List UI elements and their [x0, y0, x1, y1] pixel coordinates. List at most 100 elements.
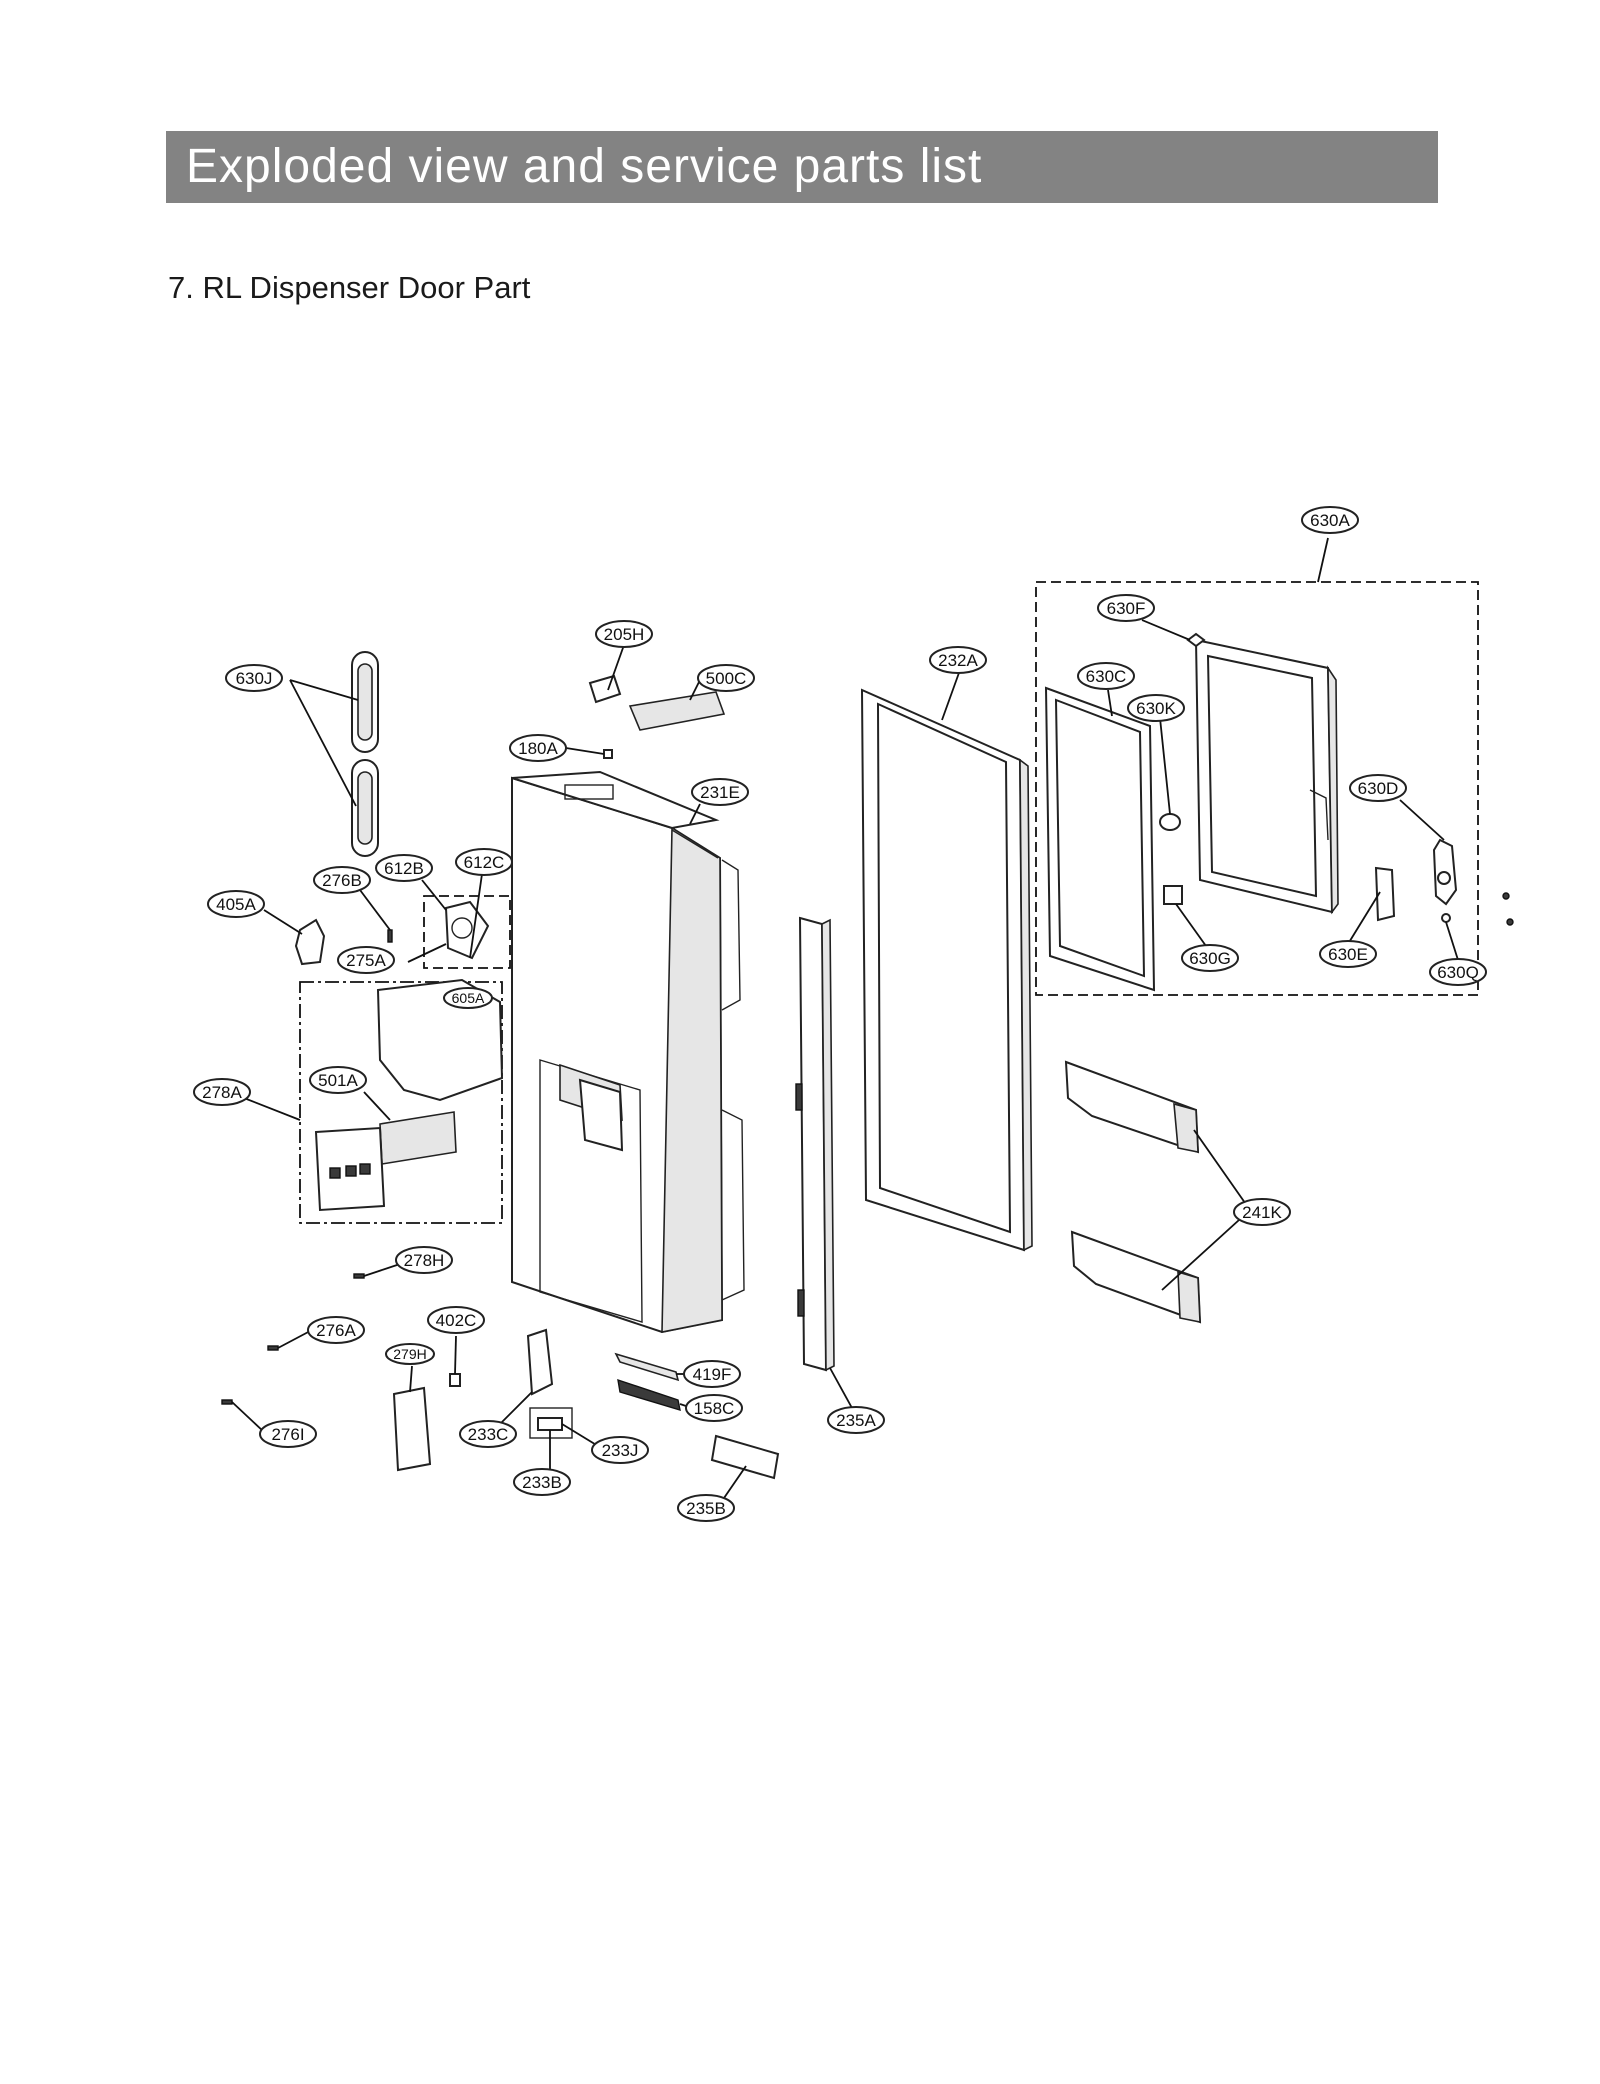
callout-278H: 278H — [395, 1246, 453, 1274]
part-630C-frame — [1044, 686, 1156, 992]
group-box-233B — [529, 1407, 573, 1439]
callout-label: 235A — [836, 1411, 876, 1430]
callout-630Q: 630Q — [1429, 958, 1487, 986]
callout-276I: 276I — [259, 1420, 317, 1448]
part-279H — [392, 1386, 432, 1472]
part-231E — [671, 829, 719, 859]
callout-500C: 500C — [697, 664, 755, 692]
part-630-inner-door — [1194, 638, 1339, 915]
callout-231E: 231E — [691, 778, 749, 806]
part-276A — [267, 1345, 279, 1351]
callout-label: 630G — [1189, 949, 1231, 968]
callout-label: 278A — [202, 1083, 242, 1102]
callout-612B: 612B — [375, 854, 433, 882]
callout-630F: 630F — [1097, 594, 1155, 622]
part-278A-panel — [314, 1126, 386, 1212]
callout-label: 630J — [236, 669, 273, 688]
banner-title: Exploded view and service parts list — [186, 140, 983, 193]
callout-232A: 232A — [929, 646, 987, 674]
callout-278A: 278A — [193, 1078, 251, 1106]
callout-275A: 275A — [337, 946, 395, 974]
group-box-630A — [1035, 581, 1479, 996]
part-235B — [710, 1434, 780, 1480]
part-278H — [353, 1273, 365, 1279]
callout-label: 233B — [522, 1473, 562, 1492]
callout-label: 233C — [468, 1425, 509, 1444]
callout-233J: 233J — [591, 1436, 649, 1464]
callout-label: 405A — [216, 895, 256, 914]
part-276I — [221, 1399, 233, 1405]
part-235A-strip — [795, 916, 835, 1372]
callout-label: 419F — [693, 1365, 732, 1384]
callout-label: 630K — [1136, 699, 1176, 718]
part-233J — [537, 1417, 563, 1431]
callout-label: 279H — [393, 1346, 426, 1362]
callout-label: 630F — [1107, 599, 1146, 618]
screw-icon — [1502, 892, 1510, 900]
callout-630A: 630A — [1301, 506, 1359, 534]
part-501A — [379, 1111, 457, 1165]
callout-233C: 233C — [459, 1420, 517, 1448]
callout-label: 630A — [1310, 511, 1350, 530]
callout-label: 612C — [464, 853, 505, 872]
callout-158C: 158C — [685, 1394, 743, 1422]
callout-405A: 405A — [207, 890, 265, 918]
callout-612C: 612C — [455, 848, 513, 876]
screw-icon — [1506, 918, 1514, 926]
callout-label: 630E — [1328, 945, 1368, 964]
part-630K — [1159, 813, 1181, 831]
header-banner: Exploded view and service parts list — [166, 131, 1438, 203]
callout-label: 233J — [602, 1441, 639, 1460]
callout-label: 630C — [1086, 667, 1127, 686]
callout-label: 180A — [518, 739, 558, 758]
callout-label: 275A — [346, 951, 386, 970]
part-405A — [294, 918, 326, 966]
group-box-612 — [423, 895, 511, 969]
callout-501A: 501A — [309, 1066, 367, 1094]
part-402C — [449, 1373, 461, 1387]
callout-label: 231E — [700, 783, 740, 802]
callout-label: 276B — [322, 871, 362, 890]
callout-279H: 279H — [385, 1343, 435, 1365]
part-630Q — [1441, 913, 1451, 923]
callout-label: 235B — [686, 1499, 726, 1518]
callout-276A: 276A — [307, 1316, 365, 1344]
callout-235B: 235B — [677, 1494, 735, 1522]
callout-205H: 205H — [595, 620, 653, 648]
callout-label: 612B — [384, 859, 424, 878]
callout-label: 276I — [271, 1425, 304, 1444]
part-241K-bin-lower — [1070, 1230, 1202, 1324]
group-box-278A — [299, 981, 503, 1224]
part-419F — [614, 1352, 680, 1382]
section-title: 7. RL Dispenser Door Part — [168, 270, 531, 305]
callout-402C: 402C — [427, 1306, 485, 1334]
callout-241K: 241K — [1233, 1198, 1291, 1226]
door-body — [511, 770, 745, 1334]
callout-label: 276A — [316, 1321, 356, 1340]
callout-419F: 419F — [683, 1360, 741, 1388]
callout-630K: 630K — [1127, 694, 1185, 722]
callout-label: 158C — [694, 1399, 735, 1418]
callout-label: 232A — [938, 651, 978, 670]
callout-label: 241K — [1242, 1203, 1282, 1222]
part-630G — [1163, 885, 1183, 905]
part-612C — [444, 900, 490, 960]
callout-label: 500C — [706, 669, 747, 688]
callout-label: 501A — [318, 1071, 358, 1090]
callout-180A: 180A — [509, 734, 567, 762]
callout-label: 402C — [436, 1311, 477, 1330]
callout-label: 630Q — [1437, 963, 1479, 982]
callout-630G: 630G — [1181, 944, 1239, 972]
part-276B — [387, 929, 393, 943]
part-630F — [1186, 632, 1206, 648]
part-630E — [1374, 866, 1396, 922]
callout-605A: 605A — [443, 987, 493, 1009]
part-241K-bin-upper — [1064, 1060, 1200, 1154]
callout-label: 605A — [452, 990, 485, 1006]
callout-276B: 276B — [313, 866, 371, 894]
callout-630C: 630C — [1077, 662, 1135, 690]
part-630J-lower — [351, 759, 379, 857]
callout-label: 630D — [1358, 779, 1399, 798]
callout-630E: 630E — [1319, 940, 1377, 968]
